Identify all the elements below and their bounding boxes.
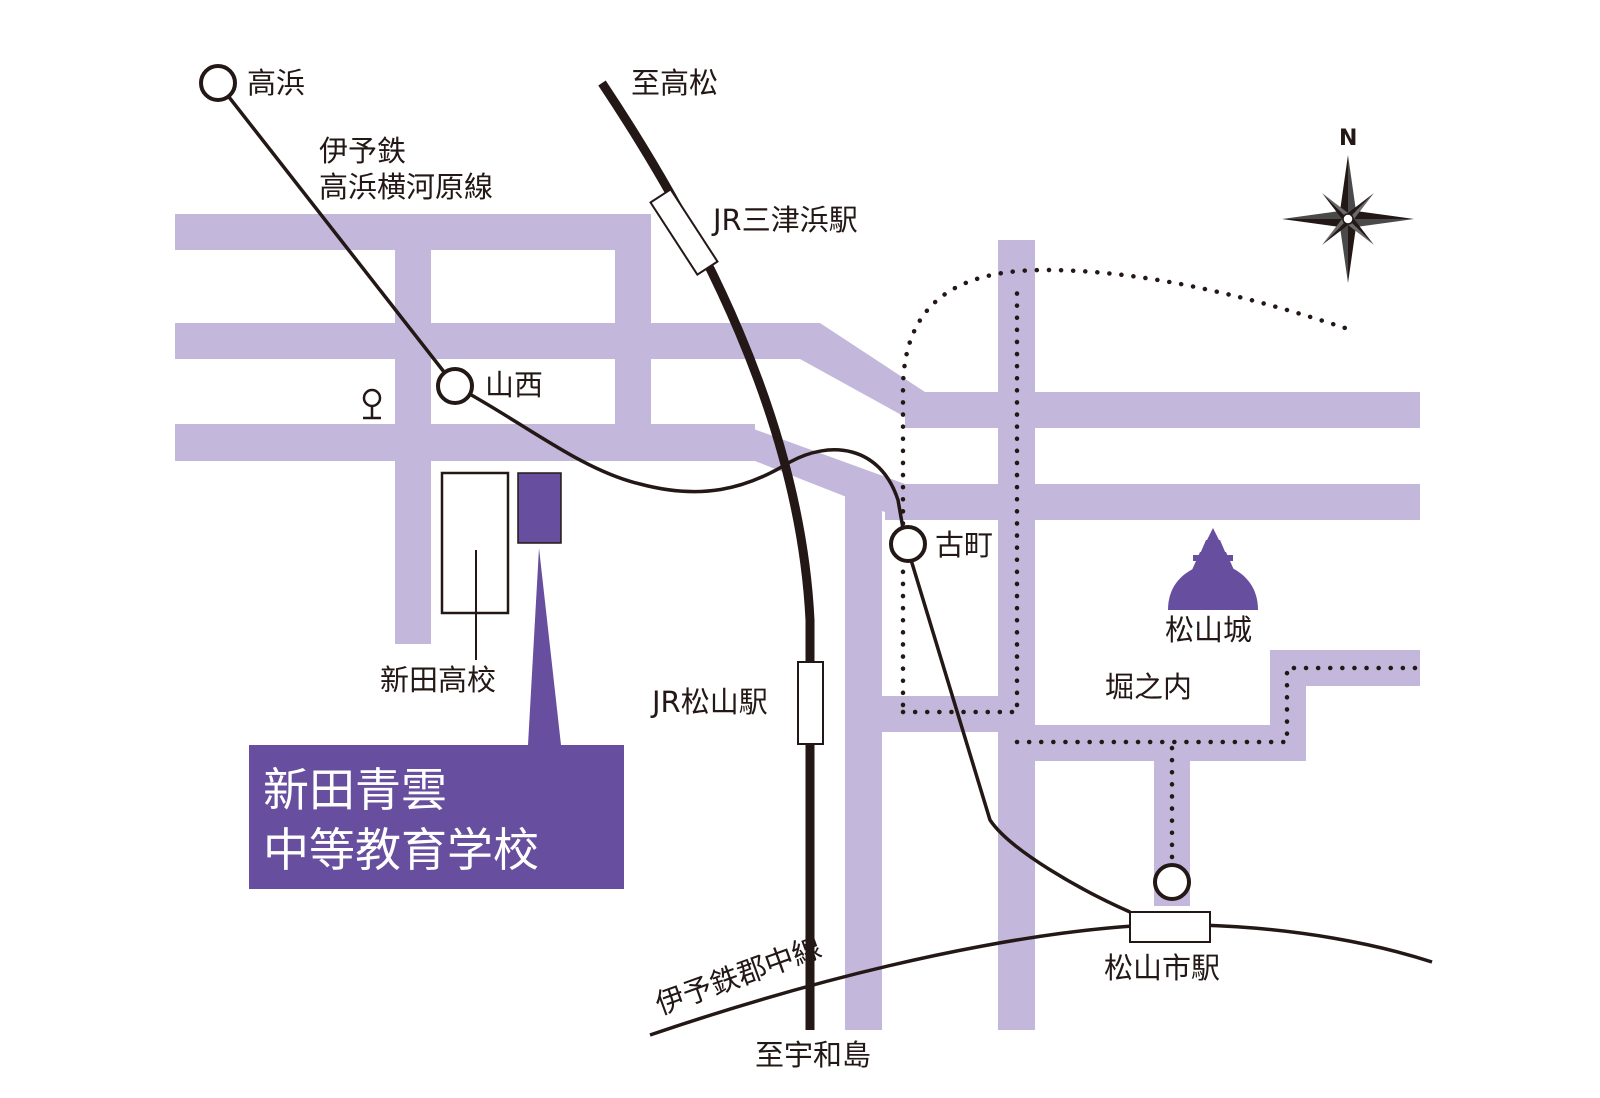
- label-matsuyamashi-station: 松山市駅: [1104, 951, 1220, 985]
- label-jr-matsuyama: JR松山駅: [650, 685, 768, 719]
- north-label: N: [1339, 126, 1357, 151]
- dotted-loop-south: [900, 287, 1020, 715]
- label-horinouchi: 堀之内: [1105, 670, 1192, 704]
- compass-rose-icon: [1282, 155, 1414, 283]
- ookaido-station-icon: [1153, 863, 1191, 901]
- matsuyamashi-station-box: [1129, 911, 1211, 943]
- label-yamanishi: 山西: [485, 368, 543, 402]
- road-v1: [395, 214, 431, 644]
- iyotetsu-takahama-line: [216, 81, 1131, 914]
- label-to-takamatsu: 至高松: [631, 66, 718, 100]
- road-v4: [998, 240, 1035, 1030]
- road-third-east: [885, 484, 1420, 520]
- yamanishi-station-icon: [436, 367, 474, 405]
- post-office-icon: [362, 388, 382, 420]
- road-second-diagonal: [800, 323, 925, 428]
- road-v2: [615, 214, 651, 461]
- seiun-school-name-line2: 中等教育学校: [263, 823, 539, 877]
- castle-icon: [1168, 528, 1258, 610]
- seiun-school-box: [249, 745, 624, 889]
- label-nitta-high: 新田高校: [380, 663, 496, 697]
- seiun-school-name-line1: 新田青雲: [263, 763, 447, 817]
- jr-line: [598, 80, 815, 1030]
- label-iyotetsu-line-2: 高浜横河原線: [319, 170, 493, 204]
- seiun-school-pointer: [528, 548, 561, 745]
- road-south-jog-west: [880, 696, 1005, 732]
- seiun-school-building: [517, 472, 562, 544]
- road-second-west: [175, 323, 820, 359]
- label-jr-mitsuhama: JR三津浜駅: [711, 203, 858, 237]
- label-matsuyama-castle: 松山城: [1165, 613, 1252, 647]
- label-iyotetsu-line-1: 伊予鉄: [319, 134, 406, 168]
- dotted-routes: [900, 267, 1418, 865]
- dotted-south-east: [1014, 665, 1418, 745]
- jr-mitsuhama-station-box: [649, 188, 719, 276]
- jr-matsuyama-station-box: [797, 661, 824, 745]
- road-second-east: [905, 392, 1420, 428]
- label-takahama: 高浜: [247, 66, 305, 100]
- furumachi-station-icon: [889, 525, 927, 563]
- road-third-west: [175, 424, 755, 461]
- road-v3: [845, 490, 882, 1030]
- label-furumachi: 古町: [935, 528, 993, 562]
- label-to-uwajima: 至宇和島: [755, 1038, 871, 1072]
- takahama-station-icon: [199, 64, 237, 102]
